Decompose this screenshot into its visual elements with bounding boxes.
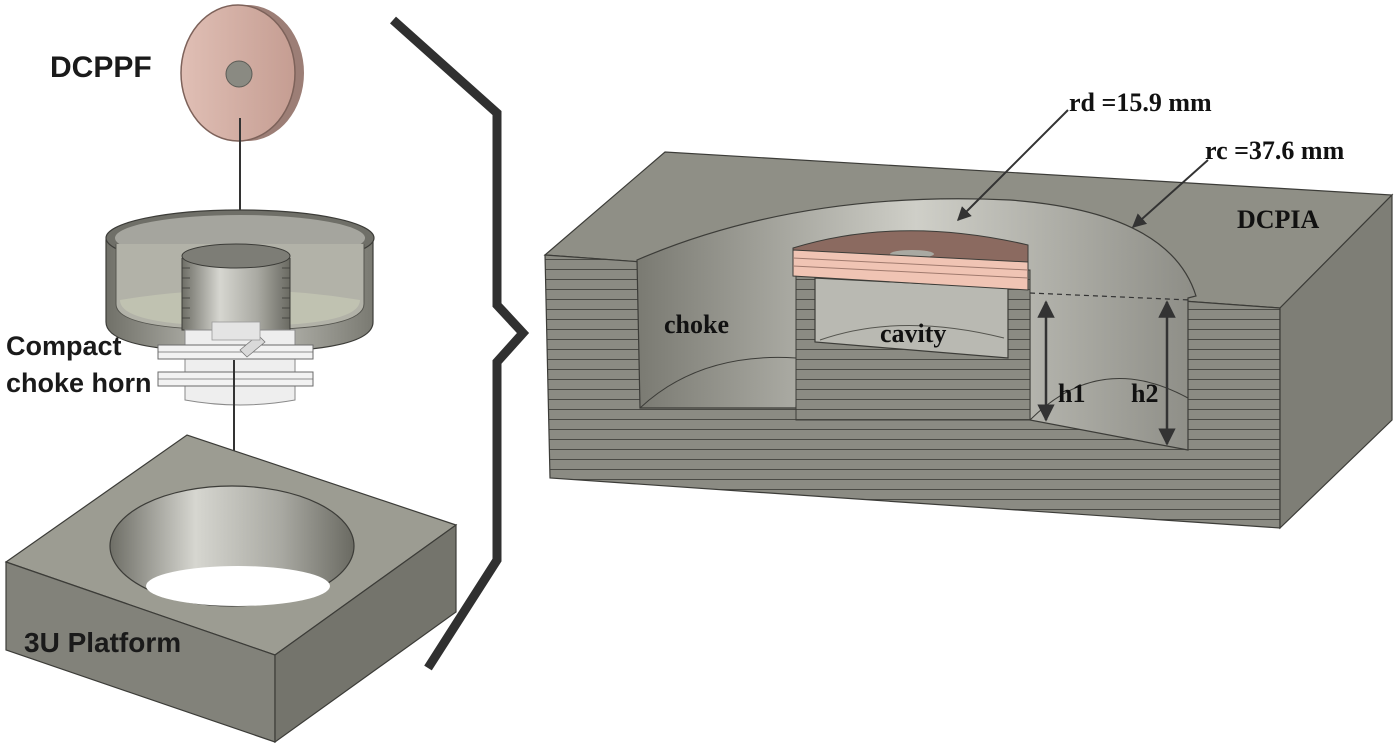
cavity (814, 277, 1009, 359)
dcppf-disk (180, 4, 304, 142)
compact-choke-horn-part (157, 321, 314, 406)
dcpia-label: DCPIA (1237, 205, 1320, 234)
cavity-label: cavity (880, 319, 946, 348)
curly-brace (390, 16, 530, 671)
rc-label: rc =37.6 mm (1205, 136, 1345, 165)
platform-label: 3U Platform (24, 627, 181, 658)
rd-leader-arrow (957, 109, 1069, 221)
horn-label-line1: Compact (6, 331, 122, 361)
h1-label: h1 (1058, 379, 1085, 408)
choke-housing-part (105, 209, 375, 353)
rc-leader-arrow (1131, 159, 1209, 228)
h2-label: h2 (1131, 379, 1158, 408)
3u-platform-part (4, 434, 458, 744)
patch-assembly (792, 230, 1029, 291)
rd-label: rd =15.9 mm (1069, 88, 1212, 117)
horn-label-line2: choke horn (6, 368, 152, 398)
dcppf-label: DCPPF (50, 51, 152, 84)
choke-label: choke (664, 310, 729, 339)
